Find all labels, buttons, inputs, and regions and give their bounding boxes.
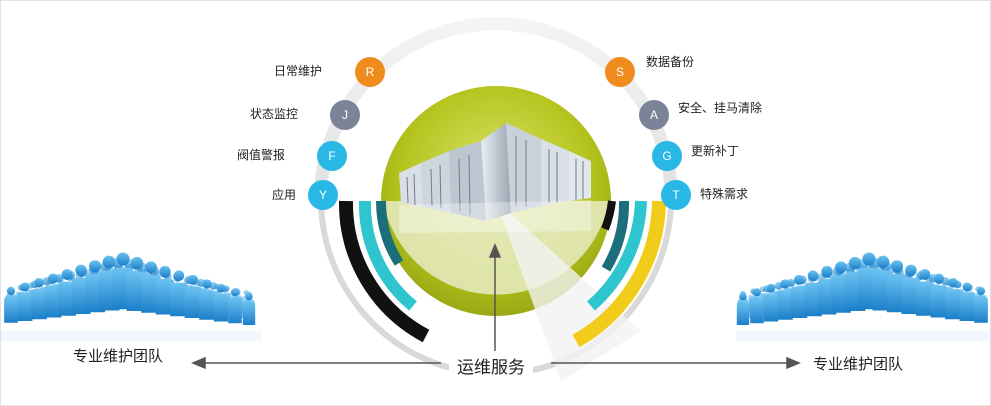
badge-j bbox=[330, 100, 360, 130]
badge-letter-r: R bbox=[366, 65, 375, 79]
left-arrow bbox=[191, 356, 441, 370]
service-label-t: 特殊需求 bbox=[700, 187, 749, 201]
team-crowd-right-icon bbox=[736, 252, 988, 325]
badge-a bbox=[639, 100, 669, 130]
right-arc-bands bbox=[572, 200, 666, 348]
service-label-r: 日常维护 bbox=[273, 64, 322, 78]
up-arrow bbox=[488, 243, 502, 351]
badge-t bbox=[661, 180, 691, 210]
service-label-j: 状态监控 bbox=[249, 107, 298, 121]
service-label-a: 安全、挂马清除 bbox=[678, 101, 763, 115]
badge-letter-y: Y bbox=[319, 188, 327, 202]
light-beam bbox=[496, 201, 641, 381]
service-label-g: 更新补丁 bbox=[691, 144, 740, 158]
badge-letter-a: A bbox=[650, 108, 658, 122]
service-label-s: 数据备份 bbox=[646, 55, 695, 69]
badge-s bbox=[605, 57, 635, 87]
badge-letter-f: F bbox=[328, 149, 335, 163]
team-label-right: 专业维护团队 bbox=[813, 355, 904, 373]
badge-f bbox=[317, 141, 347, 171]
badge-r bbox=[355, 57, 385, 87]
badge-y bbox=[308, 180, 338, 210]
badge-letter-j: J bbox=[342, 108, 348, 122]
badge-letter-g: G bbox=[662, 149, 671, 163]
badge-letter-s: S bbox=[616, 65, 624, 79]
right-arrow bbox=[551, 356, 801, 370]
service-label-f: 阀值警报 bbox=[236, 148, 285, 162]
left-arc-bands bbox=[338, 200, 430, 343]
team-label-left: 专业维护团队 bbox=[73, 347, 164, 365]
service-label-y: 应用 bbox=[271, 188, 296, 202]
badge-letter-t: T bbox=[672, 188, 680, 202]
team-crowd-left-icon bbox=[4, 252, 256, 325]
center-label: 运维服务 bbox=[449, 353, 533, 378]
server-racks-icon bbox=[399, 123, 591, 233]
badge-g bbox=[652, 141, 682, 171]
